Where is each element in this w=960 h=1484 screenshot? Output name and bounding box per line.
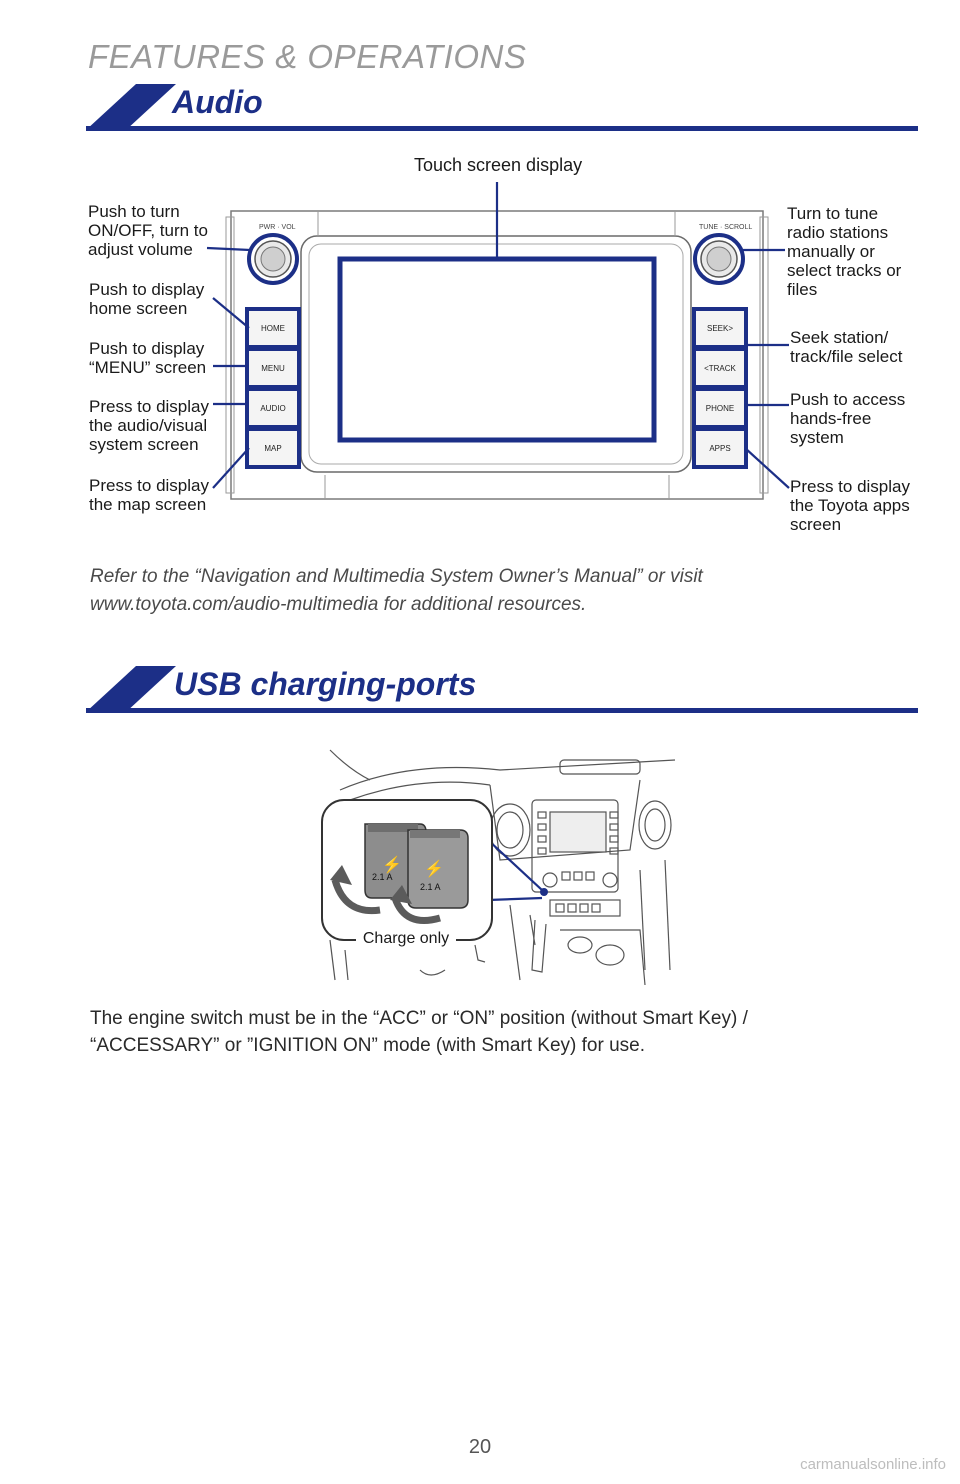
audio-button-label: AUDIO — [260, 404, 285, 413]
leader-lines — [206, 182, 790, 489]
tune-scroll-label: TUNE · SCROLL — [699, 224, 752, 231]
watermark: carmanualsonline.info — [800, 1456, 946, 1473]
insert-arrow-left — [331, 878, 381, 915]
usb-engine-switch-note: The engine switch must be in the “ACC” o… — [90, 1008, 748, 1056]
insert-arrow-right — [391, 896, 441, 924]
port-rating-left: 2.1 A — [372, 872, 393, 882]
page-number: 20 — [468, 1436, 492, 1458]
phone-button-label: PHONE — [706, 404, 734, 413]
usb-dashboard-illustration: ⚡ 2.1 A ⚡ 2.1 A Charge only — [321, 749, 676, 986]
usb-section-title: USB charging-ports — [174, 666, 477, 702]
menu-button-label: MENU — [261, 364, 285, 373]
home-button-label: HOME — [261, 324, 285, 333]
audio-resources-note: Refer to the “Navigation and Multimedia … — [90, 566, 703, 615]
usb-port-right — [407, 829, 469, 909]
pwr-vol-label: PWR · VOL — [259, 224, 296, 231]
apps-button-label: APPS — [709, 444, 730, 453]
tune-knob — [693, 233, 745, 285]
usb-charge-icon: ⚡ — [382, 855, 402, 874]
usb-section-bar — [86, 666, 918, 713]
audio-section-bar — [86, 84, 918, 131]
left-buttons — [245, 307, 301, 469]
page-header-title: FEATURES & OPERATIONS — [88, 38, 527, 75]
callout-menu: Push to display“MENU” screen — [89, 339, 207, 377]
seek-button-label: SEEK> — [707, 324, 733, 333]
audio-unit-diagram: PWR · VOL TUNE · SCROLL HOME MENU AUDIO … — [206, 182, 790, 500]
touch-screen-label: Touch screen display — [414, 155, 583, 175]
usb-charge-icon: ⚡ — [424, 859, 444, 878]
volume-knob — [247, 233, 299, 285]
port-rating-right: 2.1 A — [420, 882, 441, 892]
map-button-label: MAP — [264, 444, 281, 453]
audio-section-title: Audio — [172, 84, 263, 120]
callout-seek: Seek station/track/file select — [790, 328, 903, 366]
track-button-label: <TRACK — [704, 364, 736, 373]
charge-only-label: Charge only — [363, 930, 449, 947]
